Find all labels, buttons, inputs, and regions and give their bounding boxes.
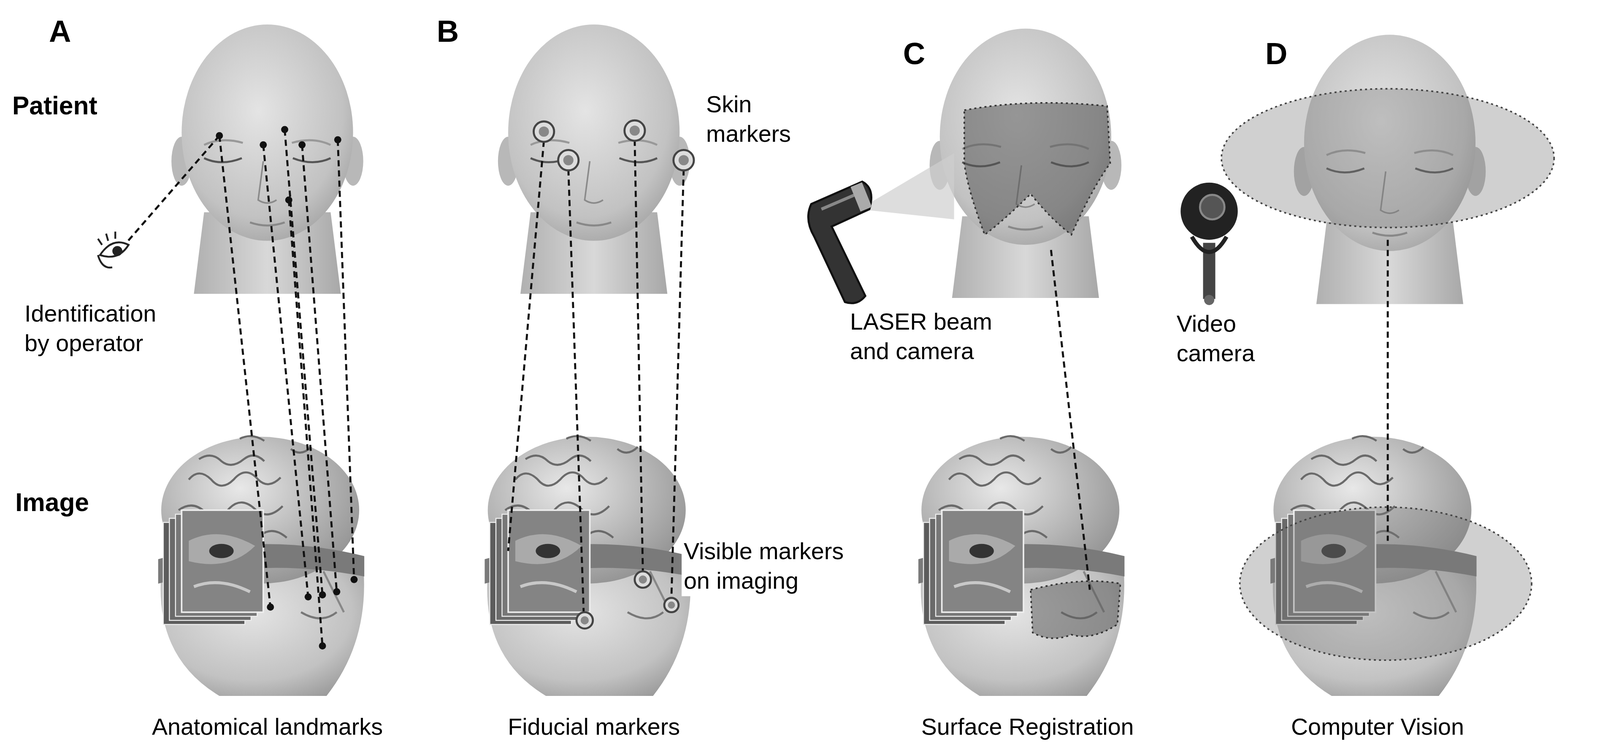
panel-caption: Anatomical landmarks bbox=[151, 712, 383, 742]
row-label: Patient bbox=[12, 89, 98, 122]
panel-letter: D bbox=[1265, 34, 1288, 74]
callout-label: Video camera bbox=[1176, 309, 1264, 369]
row-label: Image bbox=[15, 486, 90, 519]
callout-label: Visible markers on imaging bbox=[681, 536, 860, 596]
callout-label: Identification by operator bbox=[24, 298, 180, 358]
panel-caption: Surface Registration bbox=[921, 712, 1135, 742]
callout-label: LASER beam and camera bbox=[850, 307, 1005, 366]
panel-caption: Computer Vision bbox=[1291, 712, 1465, 742]
panel-letter: B bbox=[436, 12, 459, 51]
callout-label: Skin markers bbox=[706, 89, 798, 149]
panel-letter: A bbox=[48, 12, 71, 51]
panel-caption: Fiducial markers bbox=[507, 712, 680, 742]
panel-letter: C bbox=[903, 34, 926, 74]
